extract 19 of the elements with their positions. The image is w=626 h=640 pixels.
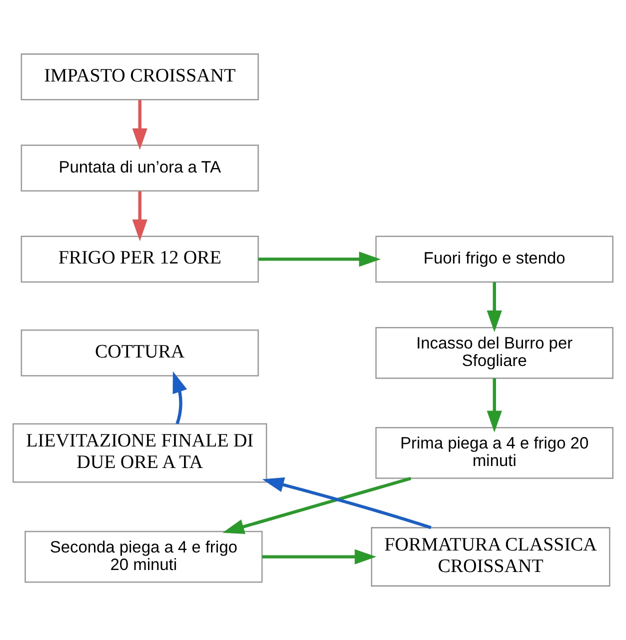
node-box: Puntata di un’ora a TA: [20, 144, 259, 192]
arrow: [258, 252, 381, 267]
arrow: [132, 100, 148, 150]
arrow: [222, 476, 412, 534]
arrow: [132, 191, 148, 242]
arrow: [486, 282, 502, 332]
node-box: Seconda piega a 4 e frigo 20 minuti: [24, 530, 263, 583]
node-box: FORMATURA CLASSICA CROISSANT: [370, 527, 610, 587]
arrow: [486, 378, 502, 432]
node-box: Fuori frigo e stendo: [375, 236, 614, 283]
node-box: LIEVITAZIONE FINALE DI DUE ORE A TA: [12, 423, 268, 483]
node-box: IMPASTO CROISSANT: [20, 53, 259, 100]
arrow: [262, 549, 376, 564]
arrow: [172, 371, 188, 424]
node-box: Incasso del Burro per Sfogliare: [375, 326, 614, 379]
node-box: FRIGO PER 12 ORE: [20, 236, 259, 283]
node-box: Prima piega a 4 e frigo 20 minuti: [375, 427, 614, 479]
node-box: COTTURA: [20, 330, 259, 376]
arrow: [262, 477, 432, 530]
